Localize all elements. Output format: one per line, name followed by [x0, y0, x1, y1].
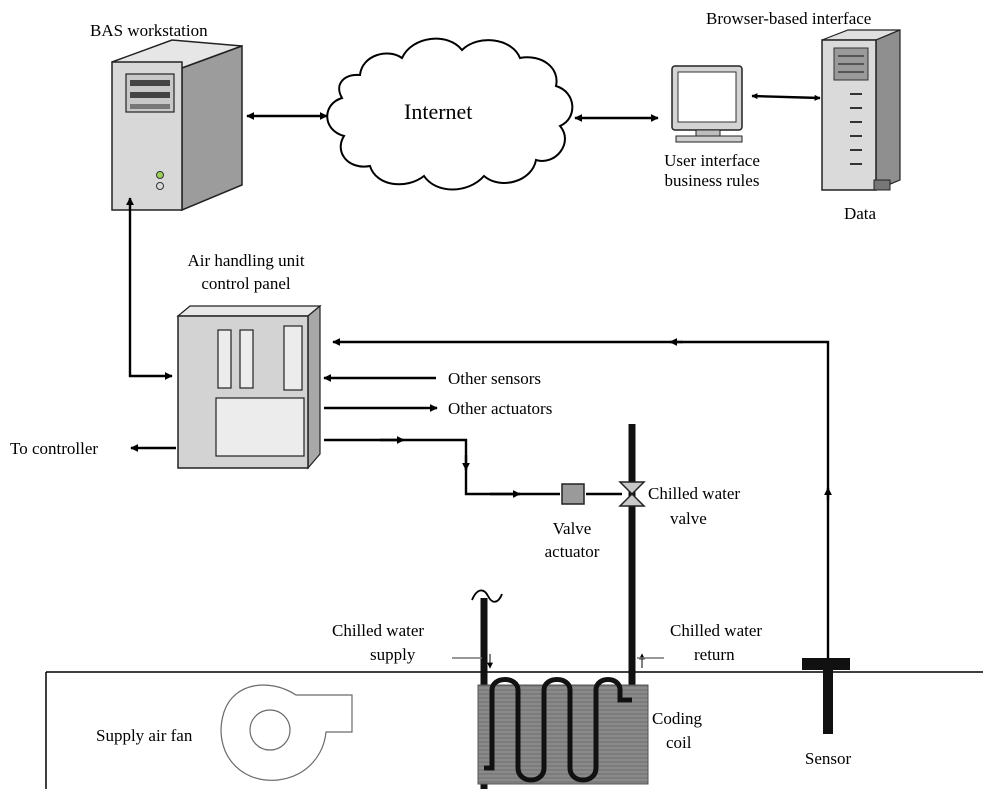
- supply-air-fan-label: Supply air fan: [96, 726, 193, 745]
- coding-coil-label-line1: Coding: [652, 709, 703, 728]
- to-controller-label: To controller: [10, 439, 98, 458]
- user-interface-label-line1: User interface: [664, 151, 760, 170]
- coding-coil-label-line2: coil: [666, 733, 692, 752]
- coil-icon[interactable]: [477, 677, 649, 785]
- ahu-panel-label-line2: control panel: [201, 274, 290, 293]
- flow-indicators: [487, 653, 645, 669]
- chilled-water-return-label-line1: Chilled water: [670, 621, 762, 640]
- control-wiring: [130, 338, 832, 672]
- user-interface-label-line2: business rules: [665, 171, 760, 190]
- sensor-icon[interactable]: [802, 658, 850, 734]
- server-icon[interactable]: [821, 29, 901, 191]
- chilled-water-supply-label-line2: supply: [370, 645, 416, 664]
- control-panel-icon[interactable]: [176, 304, 322, 470]
- chilled-water-return-label-line2: return: [694, 645, 735, 664]
- sensor-label: Sensor: [805, 749, 852, 768]
- data-label: Data: [844, 204, 877, 223]
- chilled-water-supply-label-line1: Chilled water: [332, 621, 424, 640]
- actuator-icon[interactable]: [561, 483, 585, 505]
- fan-icon[interactable]: [220, 684, 353, 781]
- network-links: [126, 93, 821, 380]
- chilled-water-valve-label-line1: Chilled water: [648, 484, 740, 503]
- internet-label: Internet: [404, 99, 472, 124]
- bas-workstation-label: BAS workstation: [90, 21, 208, 40]
- other-actuators-label: Other actuators: [448, 399, 552, 418]
- cloud-icon[interactable]: [326, 37, 574, 191]
- workstation-icon[interactable]: [111, 39, 243, 212]
- monitor-icon[interactable]: [671, 65, 743, 143]
- valve-actuator-label-line1: Valve: [553, 519, 592, 538]
- browser-interface-label: Browser-based interface: [706, 9, 871, 28]
- chilled-water-valve-label-line2: valve: [670, 509, 707, 528]
- other-sensors-label: Other sensors: [448, 369, 541, 388]
- valve-actuator-label-line2: actuator: [545, 542, 600, 561]
- valve-icon[interactable]: [618, 481, 646, 507]
- ahu-panel-label-line1: Air handling unit: [187, 251, 304, 270]
